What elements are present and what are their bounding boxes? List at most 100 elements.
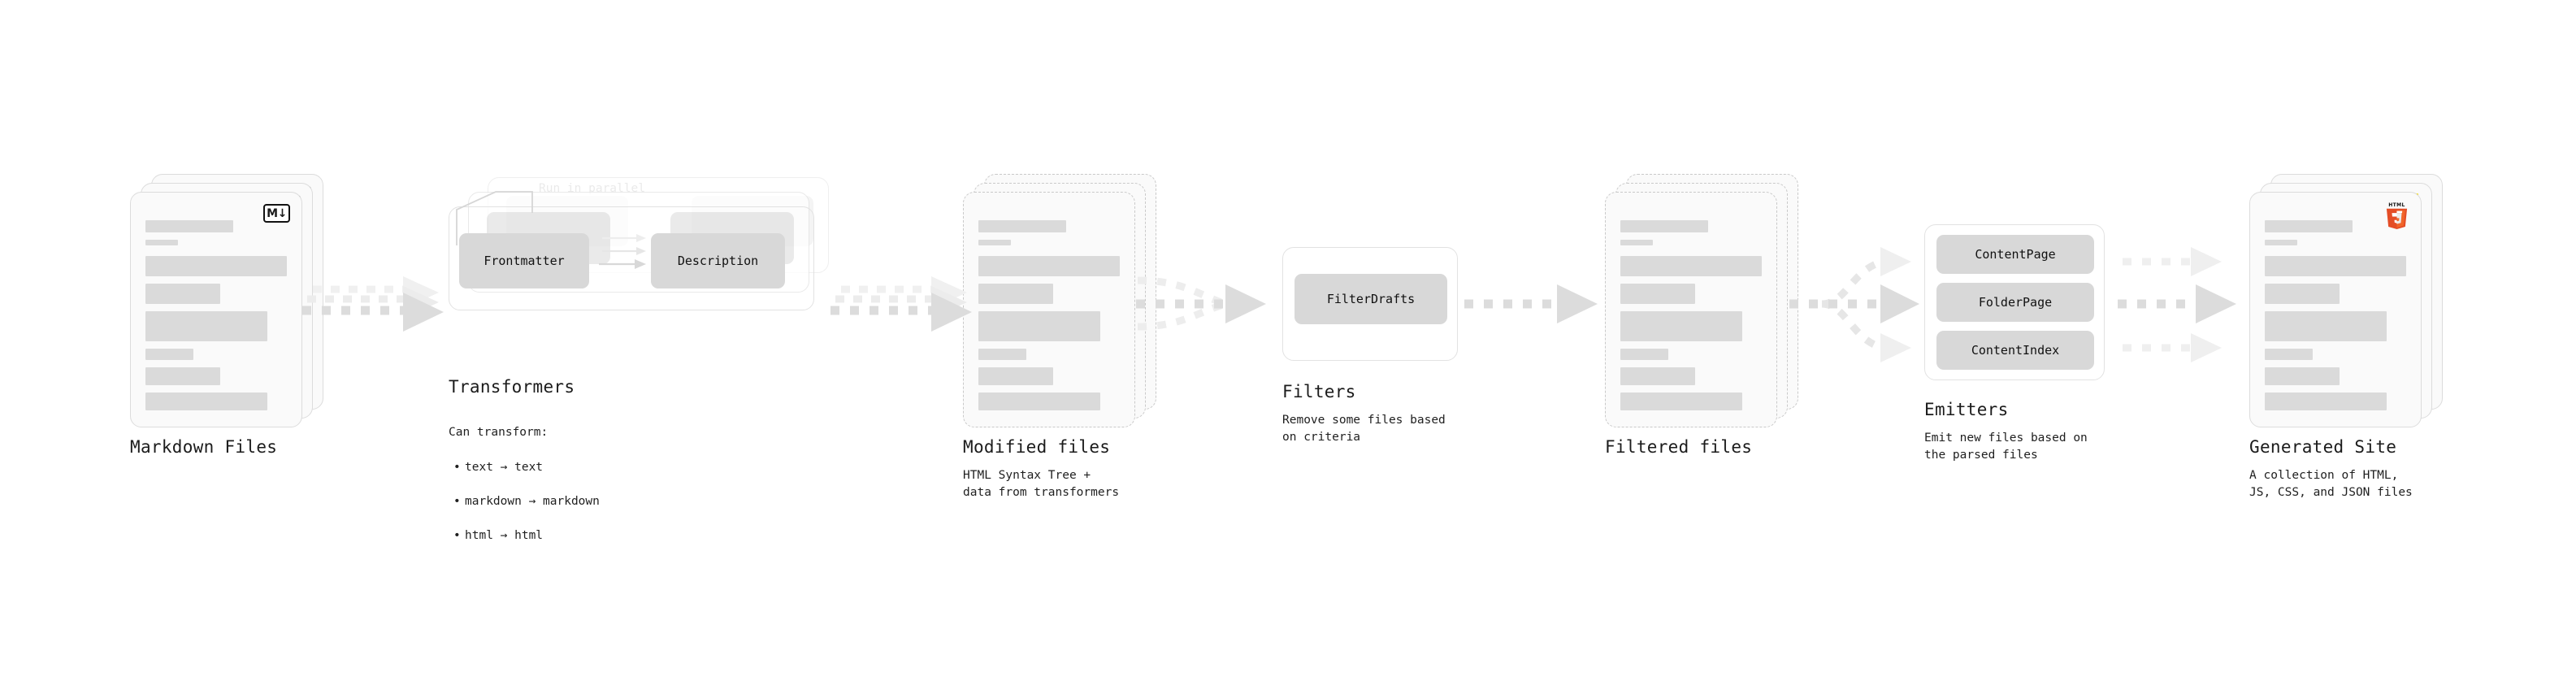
generated-site-card-stack: CSS HTML: [2249, 174, 2443, 436]
chip-contentindex-label: ContentIndex: [1971, 343, 2060, 358]
stage-title-emitters: Emitters: [1924, 400, 2009, 419]
markdown-card-front: M↓: [130, 192, 302, 427]
html5-icon: HTML: [2384, 201, 2409, 229]
chip-folderpage[interactable]: FolderPage: [1936, 283, 2094, 322]
filters-subtitle: Remove some files based on criteria: [1282, 414, 1446, 445]
skeleton-bar: [978, 284, 1054, 304]
transformers-box-stack: Frontmatter Description: [449, 177, 839, 338]
chip-filterdrafts[interactable]: FilterDrafts: [1295, 274, 1447, 324]
skeleton-bar: [145, 256, 287, 276]
transformers-subtitle: Can transform: text → text markdown → ma…: [449, 407, 600, 579]
skeleton-bar: [145, 284, 221, 304]
stage-title-generated-site: Generated Site: [2249, 437, 2397, 457]
skeleton-bar: [2265, 367, 2340, 385]
connector-markdown-to-transformers: [302, 276, 444, 332]
connector-transformers-to-modified: [830, 276, 972, 332]
skeleton-bar: [145, 349, 194, 360]
skeleton-bar: [1620, 256, 1762, 276]
filtered-card-stack: [1605, 174, 1798, 436]
skeleton-bar: [145, 240, 179, 245]
skeleton-bar: [978, 367, 1054, 385]
transformers-subtitle-line: Can transform:: [449, 426, 549, 440]
stage-modified-files: Modified files HTML Syntax Tree + data f…: [963, 174, 1156, 499]
chip-folderpage-label: FolderPage: [1978, 295, 2053, 310]
filtered-card-front: [1605, 192, 1777, 427]
modified-card-skeleton: [978, 220, 1120, 410]
modified-card-stack: [963, 174, 1156, 436]
skeleton-bar: [2265, 240, 2298, 245]
chip-description[interactable]: Description: [651, 233, 785, 288]
connector-emitters-to-site: [2118, 247, 2236, 362]
emitters-box[interactable]: ContentPage FolderPage ContentIndex: [1924, 224, 2105, 380]
svg-text:HTML: HTML: [2388, 202, 2405, 208]
chip-connector-arrows: [599, 234, 646, 269]
skeleton-bar: [1620, 311, 1742, 341]
filtered-card-skeleton: [1620, 220, 1762, 410]
skeleton-bar: [2265, 256, 2406, 276]
skeleton-bar: [2265, 349, 2314, 360]
skeleton-bar: [145, 393, 267, 410]
connector-filtered-to-emitters: [1789, 247, 1919, 362]
emitters-subtitle: Emit new files based on the parsed files: [1924, 432, 2088, 462]
transform-rule-text: text → text: [449, 459, 600, 476]
stage-title-transformers: Transformers: [449, 377, 575, 397]
skeleton-bar: [978, 240, 1012, 245]
skeleton-bar: [1620, 393, 1742, 410]
emitters-box-stack: ContentPage FolderPage ContentIndex: [1924, 224, 2111, 383]
markdown-icon: M↓: [263, 204, 290, 223]
filters-box[interactable]: FilterDrafts: [1282, 247, 1458, 361]
modified-card-front: [963, 192, 1135, 427]
skeleton-bar: [2265, 311, 2387, 341]
connector-filters-to-filtered: [1464, 284, 1598, 323]
chip-description-label: Description: [677, 254, 759, 268]
generated-site-subtitle: A collection of HTML, JS, CSS, and JSON …: [2249, 469, 2413, 500]
generated-site-card-front: HTML: [2249, 192, 2422, 427]
markdown-card-stack: M↓ M↓ M↓: [130, 174, 323, 436]
skeleton-bar: [1620, 349, 1669, 360]
skeleton-bar: [1620, 284, 1696, 304]
filtered-files-caption: Filtered files: [1605, 437, 1752, 467]
markdown-files-caption: Markdown Files: [130, 437, 277, 467]
generated-site-caption: Generated Site A collection of HTML, JS,…: [2249, 437, 2413, 501]
stage-title-markdown-files: Markdown Files: [130, 437, 278, 457]
skeleton-bar: [978, 220, 1066, 232]
emitters-caption: Emitters Emit new files based on the par…: [1924, 400, 2088, 464]
stage-filters: FilterDrafts Filters Remove some files b…: [1282, 247, 1461, 444]
chip-contentindex[interactable]: ContentIndex: [1936, 331, 2094, 370]
skeleton-bar: [145, 220, 233, 232]
skeleton-bar: [1620, 240, 1654, 245]
stage-emitters: ContentPage FolderPage ContentIndex Emit…: [1924, 224, 2111, 462]
transformers-box[interactable]: Frontmatter Description: [449, 206, 814, 310]
skeleton-bar: [145, 367, 221, 385]
modified-files-subtitle: HTML Syntax Tree + data from transformer…: [963, 469, 1120, 500]
markdown-card-skeleton: [145, 220, 287, 410]
skeleton-bar: [978, 393, 1100, 410]
transformers-bullet-list: text → text markdown → markdown html → h…: [449, 442, 600, 562]
chip-frontmatter[interactable]: Frontmatter: [459, 233, 589, 288]
stage-generated-site: CSS HTML: [2249, 174, 2443, 499]
skeleton-bar: [978, 311, 1100, 341]
skeleton-bar: [2265, 393, 2387, 410]
stage-title-modified-files: Modified files: [963, 437, 1111, 457]
transform-rule-markdown: markdown → markdown: [449, 493, 600, 510]
skeleton-bar: [1620, 367, 1696, 385]
stage-title-filters: Filters: [1282, 382, 1356, 401]
generated-site-card-skeleton: [2265, 220, 2406, 410]
skeleton-bar: [978, 349, 1027, 360]
chip-frontmatter-label: Frontmatter: [484, 254, 565, 268]
transformers-caption: Transformers Can transform: text → text …: [449, 377, 600, 579]
skeleton-bar: [978, 256, 1120, 276]
skeleton-bar: [2265, 284, 2340, 304]
chip-contentpage-label: ContentPage: [1975, 247, 2056, 262]
modified-files-caption: Modified files HTML Syntax Tree + data f…: [963, 437, 1119, 501]
skeleton-bar: [1620, 220, 1708, 232]
skeleton-bar: [2265, 220, 2353, 232]
transform-rule-html: html → html: [449, 527, 600, 544]
stage-title-filtered-files: Filtered files: [1605, 437, 1753, 457]
stage-transformers: Run in parallel: [449, 177, 839, 542]
stage-filtered-files: Filtered files: [1605, 174, 1798, 457]
chip-contentpage[interactable]: ContentPage: [1936, 235, 2094, 274]
skeleton-bar: [145, 311, 267, 341]
stage-markdown-files: M↓ M↓ M↓ Markdown Files: [130, 174, 323, 457]
